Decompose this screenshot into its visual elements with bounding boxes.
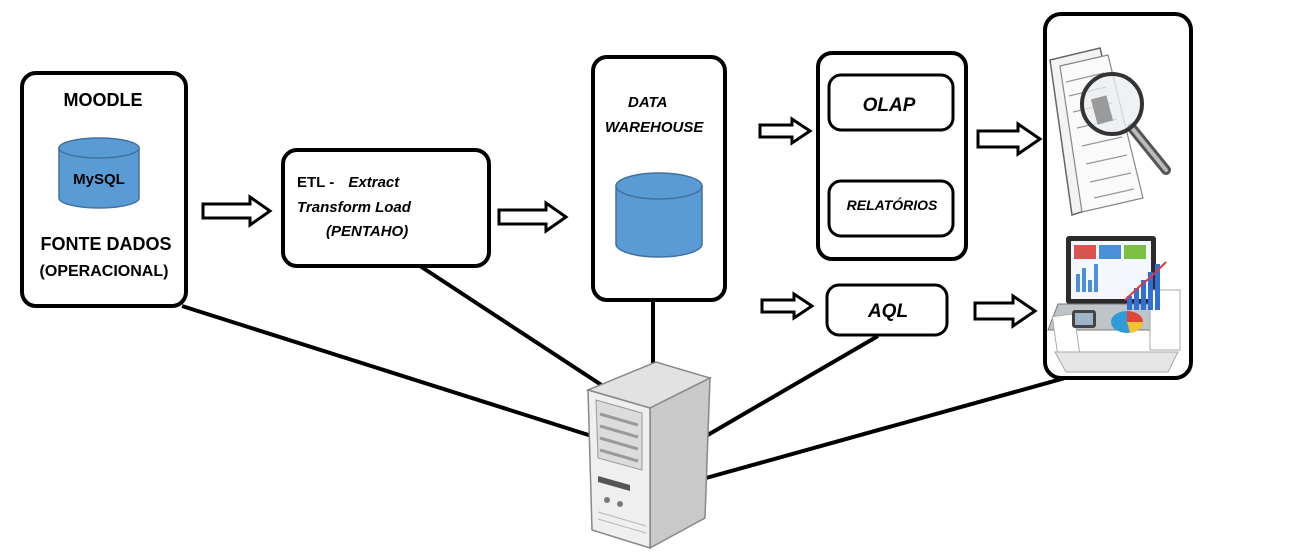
- arrow-warehouse-olap: [758, 116, 813, 146]
- olap-label: OLAP: [863, 95, 916, 116]
- connector-output-server: [705, 376, 1066, 480]
- warehouse-line2: WAREHOUSE: [605, 119, 704, 136]
- svg-text:ETL - Extract: ETL - Extract: [297, 174, 400, 191]
- arrow-aql-output: [973, 293, 1038, 329]
- olap-box: [827, 73, 955, 132]
- source-caption-line2: (OPERACIONAL): [40, 263, 169, 280]
- aql-label: AQL: [867, 301, 908, 322]
- arrow-etl-warehouse: [497, 200, 569, 234]
- etl-line2: Transform Load: [297, 199, 412, 216]
- arrow-olap-output: [976, 121, 1043, 157]
- source-title: MOODLE: [64, 90, 143, 110]
- olap-group-box: OLAP RELATÓRIOS: [816, 51, 968, 261]
- etl-prefix: ETL -: [297, 174, 334, 191]
- magnifier-document-icon: [1049, 47, 1171, 216]
- output-box: [1043, 12, 1193, 380]
- connector-aql-server: [704, 334, 880, 438]
- laptop-dashboard-icon: [1047, 236, 1181, 373]
- warehouse-box: DATA WAREHOUSE: [591, 55, 727, 302]
- relatorios-label: RELATÓRIOS: [847, 196, 938, 213]
- source-caption-line1: FONTE DADOS: [40, 234, 171, 254]
- source-db-label: MySQL: [73, 171, 125, 188]
- arrow-source-etl: [201, 194, 273, 228]
- etl-line3: (PENTAHO): [326, 223, 408, 240]
- connector-etl-server: [418, 264, 605, 388]
- arrow-into-aql: [760, 291, 815, 321]
- relatorios-box: [827, 179, 955, 238]
- warehouse-line1: DATA: [628, 94, 667, 111]
- aql-box: AQL: [825, 283, 949, 337]
- server-connections: [181, 264, 1066, 480]
- etl-extract: Extract: [348, 174, 400, 191]
- connector-source-server: [181, 304, 599, 440]
- etl-box: ETL - Extract Transform Load (PENTAHO): [281, 148, 491, 268]
- database-cylinder-icon: [58, 137, 140, 209]
- source-box: MOODLE MySQL FONTE DADOS (OPERACIONAL): [20, 71, 188, 308]
- server-tower-icon: [585, 361, 713, 550]
- database-cylinder-icon: [615, 172, 703, 258]
